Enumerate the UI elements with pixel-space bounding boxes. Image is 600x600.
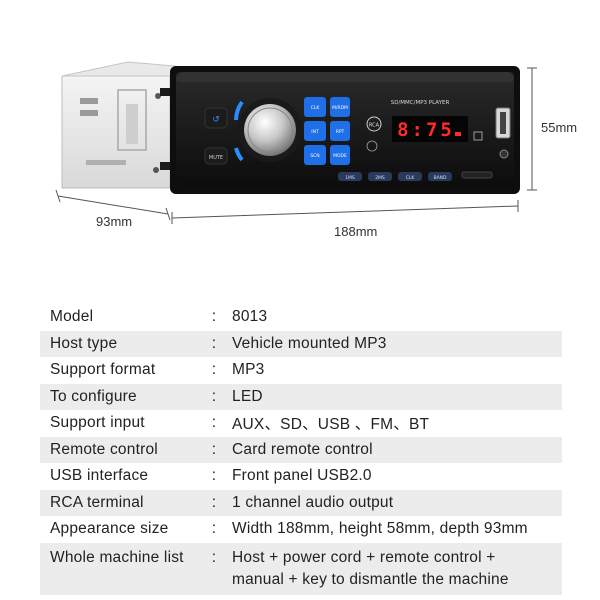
spec-label: Appearance size — [50, 520, 169, 538]
spec-row-rca-terminal: RCA terminal : 1 channel audio output — [40, 489, 562, 516]
svg-text:↺: ↺ — [212, 115, 220, 125]
button-label-3: INT — [311, 129, 319, 135]
led-display: 8:75 — [392, 116, 468, 142]
spec-label: Remote control — [50, 440, 158, 458]
product-image: ↺ MUTE CLK M/RDM INT RPT SCN MODE SD/MMC… — [55, 61, 577, 239]
width-dimension — [171, 200, 519, 224]
spec-separator: : — [211, 493, 217, 511]
bottom-button-2: 2MS — [375, 175, 385, 181]
usb-port — [495, 107, 511, 139]
spec-row-host-type: Host type : Vehicle mounted MP3 — [40, 330, 562, 357]
spec-row-support-input: Support input : AUX、SD、USB 、FM、BT — [40, 410, 562, 437]
depth-label: 93mm — [96, 214, 132, 229]
button-label-6: MODE — [333, 153, 347, 159]
spec-value-line-1: Host + power cord + remote control + — [232, 548, 496, 566]
spec-separator: : — [211, 520, 217, 538]
blue-preset-buttons: CLK M/RDM INT RPT SCN MODE — [304, 97, 350, 165]
panel-title: SD/MMC/MP3 PLAYER — [391, 100, 450, 106]
spec-row-usb-interface: USB interface : Front panel USB2.0 — [40, 463, 562, 490]
mute-label: MUTE — [209, 155, 223, 161]
bottom-button-3: CLK — [406, 175, 416, 181]
bottom-buttons: 1MS 2MS CLK BAND — [338, 171, 493, 181]
spec-label: Support format — [50, 361, 156, 379]
spec-separator: : — [211, 440, 217, 458]
right-panel-icons — [473, 131, 483, 141]
spec-separator: : — [211, 334, 217, 352]
spec-value: 8013 — [232, 308, 268, 326]
button-label-5: SCN — [310, 153, 319, 159]
rca-label: RCA — [369, 123, 380, 129]
spec-row-appearance-size: Appearance size : Width 188mm, height 58… — [40, 516, 562, 543]
spec-separator: : — [211, 414, 217, 432]
spec-label: Model — [50, 308, 94, 326]
spec-row-configure: To configure : LED — [40, 383, 562, 410]
spec-separator: : — [211, 467, 217, 485]
spec-label: USB interface — [50, 467, 149, 485]
spec-label: To configure — [50, 387, 137, 405]
width-label: 188mm — [334, 224, 377, 239]
spec-value: MP3 — [232, 361, 265, 379]
spec-label: Support input — [50, 414, 145, 432]
spec-separator: : — [211, 361, 217, 379]
button-label-1: CLK — [311, 105, 321, 111]
spec-value-line-2: manual + key to dismantle the machine — [232, 570, 509, 588]
button-label-2: M/RDM — [332, 105, 348, 111]
spec-table: Model : 8013 Host type : Vehicle mounted… — [40, 304, 562, 595]
spec-value: 1 channel audio output — [232, 493, 394, 511]
spec-value: LED — [232, 387, 263, 405]
spec-value: Vehicle mounted MP3 — [232, 334, 387, 352]
bottom-button-4: BAND — [434, 175, 448, 181]
left-control-buttons: ↺ MUTE — [204, 107, 228, 165]
spec-value: Card remote control — [232, 440, 373, 458]
spec-separator: : — [211, 548, 217, 566]
spec-label: Host type — [50, 334, 118, 352]
height-label: 55mm — [541, 120, 577, 135]
spec-value: Host + power cord + remote control + man… — [224, 543, 562, 595]
metal-chassis — [61, 61, 176, 189]
aux-jack — [499, 149, 509, 159]
spec-value: Front panel USB2.0 — [232, 467, 372, 485]
spec-separator: : — [211, 387, 217, 405]
spec-value: AUX、SD、USB 、FM、BT — [232, 416, 430, 434]
height-dimension — [527, 67, 537, 191]
volume-knob — [238, 98, 302, 162]
spec-row-machine-list: Whole machine list : Host + power cord +… — [40, 542, 562, 595]
bottom-button-1: 1MS — [345, 175, 355, 181]
rca-emblem: RCA — [366, 116, 382, 152]
display-readout: 8:75 — [397, 119, 455, 141]
button-label-4: RPT — [336, 129, 345, 135]
spec-row-remote-control: Remote control : Card remote control — [40, 436, 562, 463]
depth-dimension — [55, 189, 171, 221]
spec-row-support-format: Support format : MP3 — [40, 357, 562, 384]
spec-row-model: Model : 8013 — [40, 304, 562, 331]
spec-separator: : — [211, 308, 217, 326]
spec-value: Width 188mm, height 58mm, depth 93mm — [232, 520, 528, 538]
spec-label: Whole machine list — [50, 548, 184, 566]
spec-label: RCA terminal — [50, 493, 144, 511]
